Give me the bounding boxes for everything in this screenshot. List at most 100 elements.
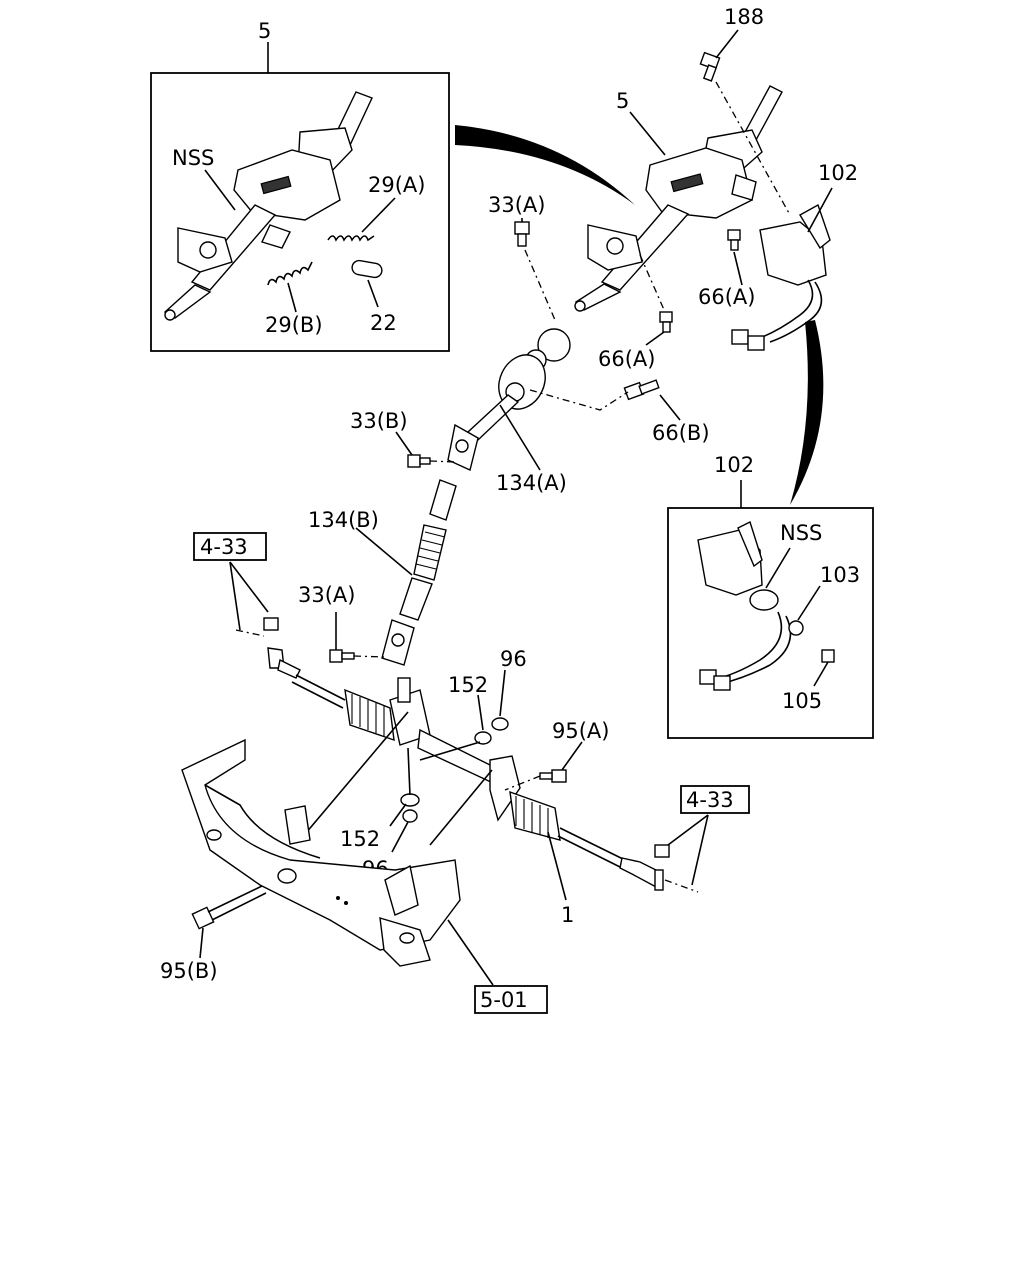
nut-96-low [402,809,418,823]
bolt-33a-top [514,221,530,247]
bolt-188-leader [715,29,739,59]
bolt-66b-leader [659,394,681,421]
crossmember-5-01 [181,738,461,967]
bolt-95b-label: 95(B) [160,959,218,983]
spring-29b-leader [287,282,297,313]
switch-nss-leader [765,547,791,589]
mount-leader-a [299,711,409,841]
column-inset-frame [150,72,450,352]
ref-4-33-right-frame [680,785,750,814]
bolt-95a-axis [504,775,541,791]
spring-29a [327,235,375,242]
bolt-66a-mid [659,311,673,333]
bolt-33a-top-axis [524,249,556,321]
bolt-33b-leader [395,431,413,456]
harness-103-leader [797,585,821,621]
spring-29b [267,261,313,286]
mount-leader-b [429,769,493,846]
washer-152-top-label: 152 [448,673,488,697]
bolt-33a-top-label: 33(A) [488,193,545,217]
washer-152-top-axis [419,741,481,761]
bolt-95b [191,885,267,930]
clip-22-label: 22 [370,311,397,335]
shaft-134b-label: 134(B) [308,508,379,532]
nss-leader [204,169,236,211]
nut-96-top-label: 96 [500,647,527,671]
column-inset-nss-label: NSS [172,146,214,170]
bolt-66b [623,379,660,401]
inset-pointer-arrow-right [790,320,824,505]
steering-column-inset-drawing [163,91,373,321]
ref-4-33-left-label: 4-33 [200,535,248,559]
ref-4-33-right-label: 4-33 [686,788,734,812]
clip-22-leader [367,279,379,308]
switch-102-top [731,203,831,351]
col-main-leader [629,111,666,156]
bolt-95a [539,769,567,783]
switch-102-inset-label: 102 [714,453,754,477]
spring-29a-label: 29(A) [368,173,425,197]
ref-4-33-right-leader-a [667,814,709,846]
nut-96-low-leader [391,821,409,853]
washer-152-top [474,731,492,745]
washer-152-low-leader [389,803,407,827]
column-inset: 5 NSS 29(A) 29(B) 22 [150,19,450,352]
nut-right-tie-rod [654,844,670,858]
bolt-95a-label: 95(A) [552,719,609,743]
screw-105-label: 105 [782,689,822,713]
switch-inset: 102 NSS 103 105 [667,453,874,739]
bolt-33b [407,454,431,468]
bolt-33a-low-axis [353,655,386,658]
bolt-33b-label: 33(B) [350,409,408,433]
bolt-66b-axis [529,389,629,411]
ref-4-33-left-frame [193,532,267,561]
spring-29b-label: 29(B) [265,313,323,337]
ref-5-01-label: 5-01 [480,988,528,1012]
clip-22 [351,259,383,279]
inset-pointer-arrow-top [455,125,635,205]
ref-4-33-left-leader-b [229,561,269,613]
shaft-134b [381,479,457,666]
bolt-66a-mid-axis [639,254,666,313]
washer-152-low [400,793,420,807]
switch-102-inset-drawing [697,521,835,691]
ref-4-33-right-leader-b [691,814,709,886]
bolt-66a-right-leader [733,251,743,286]
tie-rod-right-axis [664,879,699,893]
bolt-66b-label: 66(B) [652,421,710,445]
bolt-66a-mid-label: 66(A) [598,347,655,371]
ref-5-01-leader [447,919,494,986]
bolt-188-label: 188 [724,5,764,29]
bolt-33a-low [329,649,355,663]
ref-4-33-left-leader-a [229,561,241,631]
switch-nss-label: NSS [780,521,822,545]
switch-inset-frame [667,507,874,739]
bolt-95a-leader [561,741,583,771]
nut-96-top-leader [499,669,506,717]
shaft-134a-leader [499,404,541,471]
stud-axis [407,747,411,796]
tie-rod-left-axis [235,629,265,637]
washer-152-top-leader [477,694,484,731]
bolt-66a-mid-leader [645,331,665,346]
harness-103-label: 103 [820,563,860,587]
bolt-188 [699,51,721,82]
nut-left-tie-rod [263,617,279,631]
bolt-33b-axis [429,460,456,463]
bolt-66a-right [727,229,741,251]
column-inset-ref-label: 5 [258,19,271,43]
ref-5-01-frame [474,985,548,1014]
bolt-33a-low-label: 33(A) [298,583,355,607]
gear-1-label: 1 [561,903,574,927]
shaft-134b-leader [355,527,413,576]
shaft-134a [447,328,571,471]
switch-102-label: 102 [818,161,858,185]
spring-29a-leader [361,197,396,233]
bolt-95b-leader [199,927,204,959]
column-main-ref-label: 5 [616,89,629,113]
screw-105-leader [813,661,829,687]
bolt-66a-right-label: 66(A) [698,285,755,309]
switch-102-leader [807,187,833,233]
washer-152-low-label: 152 [340,827,380,851]
